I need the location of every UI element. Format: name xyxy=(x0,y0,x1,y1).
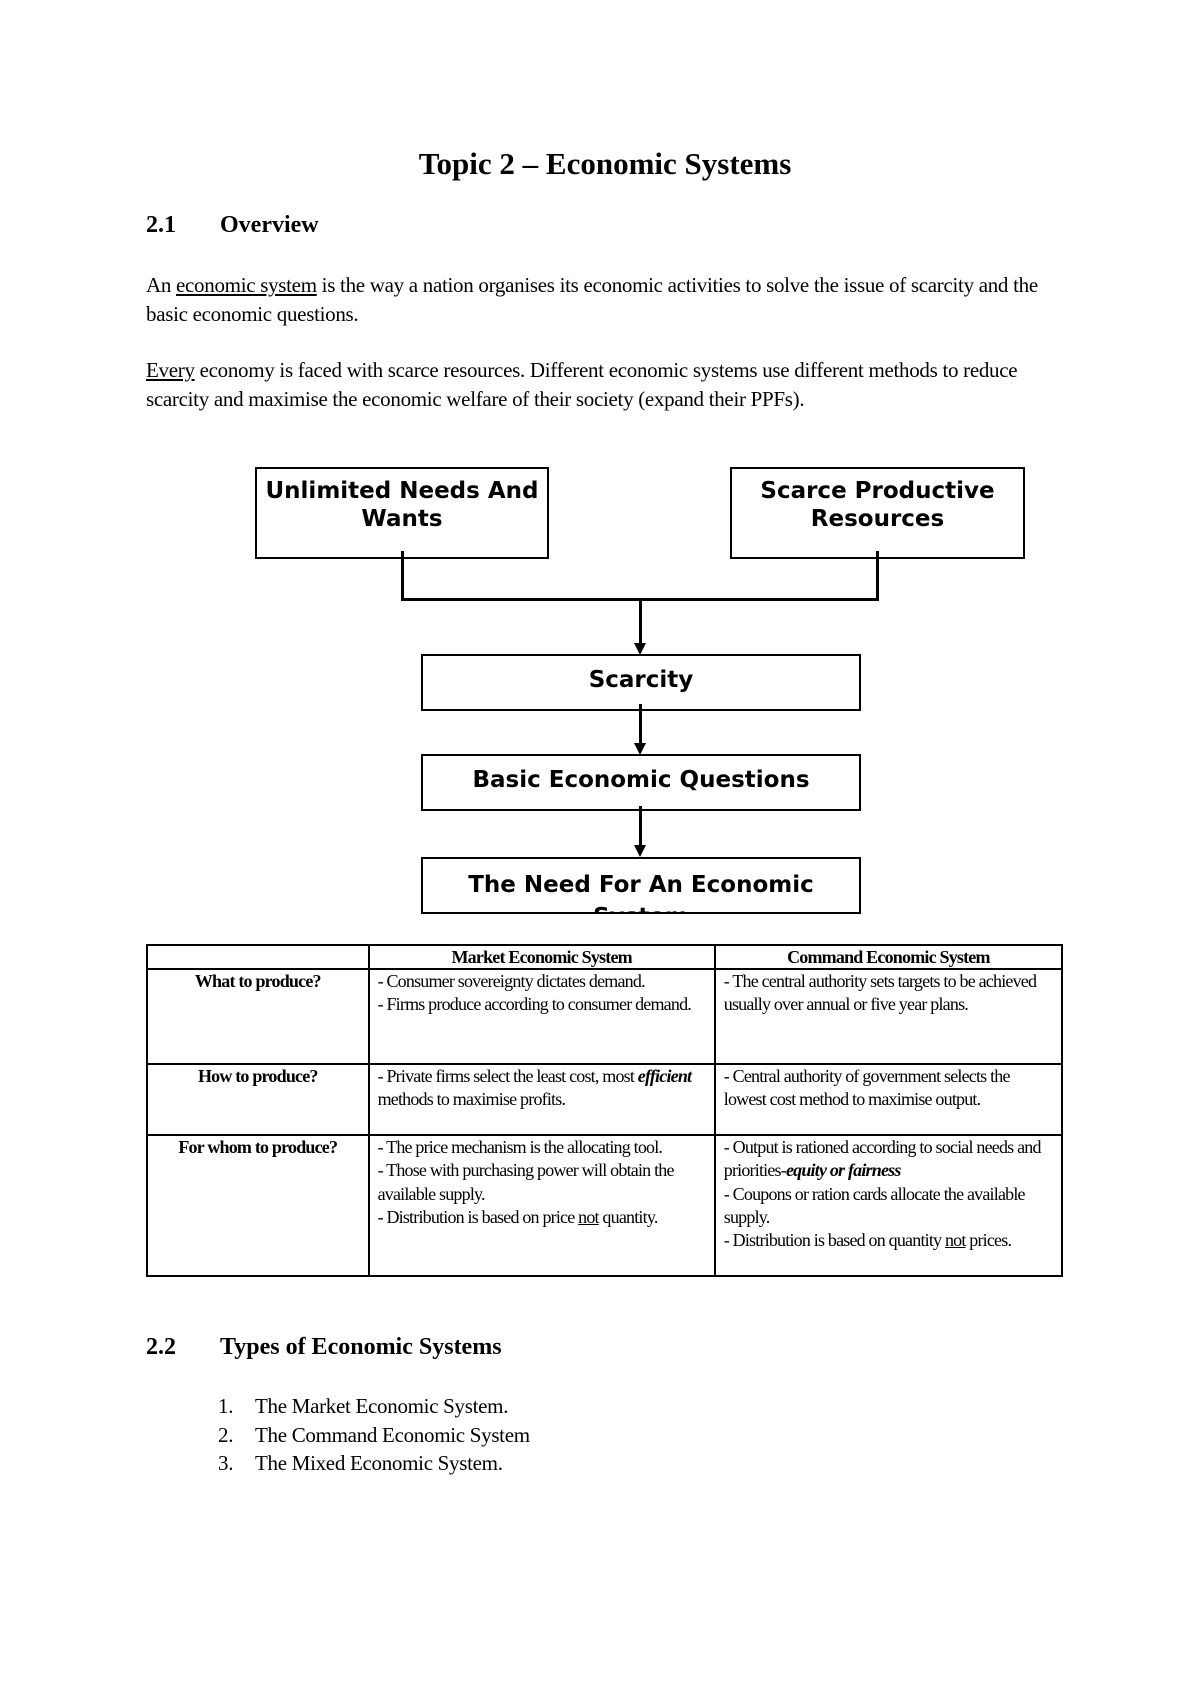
header-empty xyxy=(146,944,370,970)
diagram-box-scarce-resources: Scarce Productive Resources xyxy=(730,467,1025,559)
paragraph-definition: An economic system is the way a nation o… xyxy=(146,271,1076,328)
cell-line: - Consumer sovereignty dictates demand. xyxy=(377,971,646,991)
connector-line xyxy=(639,806,642,846)
list-text: The Market Economic System. xyxy=(255,1394,509,1418)
header-market: Market Economic System xyxy=(367,944,716,970)
emphasis-not: not xyxy=(944,1230,966,1251)
emphasis-equity: equity or fairness xyxy=(785,1160,901,1181)
command-cell: - Central authority of government select… xyxy=(713,1063,1064,1136)
connector-line xyxy=(639,600,642,644)
diagram-box-basic-questions: Basic Economic Questions xyxy=(421,754,861,811)
command-cell: - The central authority sets targets to … xyxy=(713,968,1064,1065)
connector-line xyxy=(401,551,404,600)
cell-line: - Those with purchasing power will obtai… xyxy=(377,1160,675,1204)
cell-text: prices. xyxy=(965,1230,1012,1251)
list-item: 3. The Mixed Economic System. xyxy=(218,1449,530,1478)
diagram-box-unlimited-needs: Unlimited Needs And Wants xyxy=(255,467,549,559)
cell-line: - Central authority of government select… xyxy=(723,1066,1011,1110)
list-item: 1. The Market Economic System. xyxy=(218,1392,530,1421)
diagram-box-need-economic-system: The Need For An Economic System xyxy=(421,857,861,914)
cell-line: - The central authority sets targets to … xyxy=(723,971,1037,1015)
cell-line: - Coupons or ration cards allocate the a… xyxy=(723,1183,1026,1227)
list-item: 2. The Command Economic System xyxy=(218,1421,530,1450)
term-every: Every xyxy=(146,358,195,382)
table-row: How to produce? - Private firms select t… xyxy=(146,1063,1064,1136)
text: An xyxy=(146,273,177,297)
section-heading-types: 2.2 Types of Economic Systems xyxy=(146,1334,502,1361)
row-question: For whom to produce? xyxy=(146,1134,370,1277)
section-title: Overview xyxy=(220,212,319,238)
cell-line: - Output is rationed according to social… xyxy=(724,1136,1053,1183)
emphasis-efficient: efficient xyxy=(637,1066,692,1086)
list-text: The Mixed Economic System. xyxy=(255,1451,503,1475)
cell-line: - Distribution is based on price not qua… xyxy=(378,1206,706,1229)
term-economic-system: economic system xyxy=(176,273,317,297)
row-question: What to produce? xyxy=(146,968,370,1065)
page-title: Topic 2 – Economic Systems xyxy=(418,146,792,181)
emphasis-not: not xyxy=(578,1206,599,1227)
market-cell: - The price mechanism is the allocating … xyxy=(367,1134,716,1277)
table-row: What to produce? - Consumer sovereignty … xyxy=(146,968,1064,1065)
table-row: For whom to produce? - The price mechani… xyxy=(146,1134,1064,1277)
arrow-down-icon xyxy=(634,845,646,857)
cell-text: methods to maximise profits. xyxy=(377,1089,566,1110)
text: is the way a nation organises its econom… xyxy=(146,273,1038,326)
command-cell: - Output is rationed according to social… xyxy=(713,1134,1064,1277)
diagram-box-scarcity: Scarcity xyxy=(421,654,861,711)
table-header-row: Market Economic System Command Economic … xyxy=(146,944,1064,970)
cell-line: - Firms produce according to consumer de… xyxy=(377,994,692,1015)
list-number: 3. xyxy=(218,1451,234,1475)
market-cell: - Private firms select the least cost, m… xyxy=(367,1063,716,1136)
cell-text: - Private firms select the least cost, m… xyxy=(377,1066,638,1086)
cell-text: quantity. xyxy=(598,1206,658,1227)
cell-line: - Distribution is based on quantity not … xyxy=(724,1229,1053,1252)
connector-line xyxy=(639,704,642,744)
market-cell: - Consumer sovereignty dictates demand. -… xyxy=(367,968,716,1065)
section-heading-overview: 2.1 Overview xyxy=(146,212,319,239)
connector-line xyxy=(876,551,879,600)
types-list: 1. The Market Economic System. 2. The Comm… xyxy=(218,1392,530,1478)
connector-line xyxy=(401,598,879,601)
cell-text: - Distribution is based on quantity xyxy=(723,1230,945,1251)
cell-line: - The price mechanism is the allocating … xyxy=(377,1137,663,1157)
list-number: 2. xyxy=(218,1422,234,1447)
section-number: 2.2 xyxy=(146,1334,176,1360)
list-text: The Command Economic System xyxy=(255,1422,530,1447)
arrow-down-icon xyxy=(634,643,646,655)
row-question: How to produce? xyxy=(146,1063,370,1136)
arrow-down-icon xyxy=(634,743,646,755)
paragraph-scarcity: Every economy is faced with scarce resou… xyxy=(146,356,1076,413)
cell-text: - Output is rationed according to social… xyxy=(723,1137,1042,1181)
text: economy is faced with scarce resources. … xyxy=(146,358,1018,411)
list-number: 1. xyxy=(218,1394,234,1418)
comparison-table: Market Economic System Command Economic … xyxy=(146,944,1064,1277)
section-number: 2.1 xyxy=(146,212,176,238)
cell-text: - Distribution is based on price xyxy=(377,1206,579,1227)
header-command: Command Economic System xyxy=(713,944,1064,970)
section-title: Types of Economic Systems xyxy=(220,1334,502,1360)
